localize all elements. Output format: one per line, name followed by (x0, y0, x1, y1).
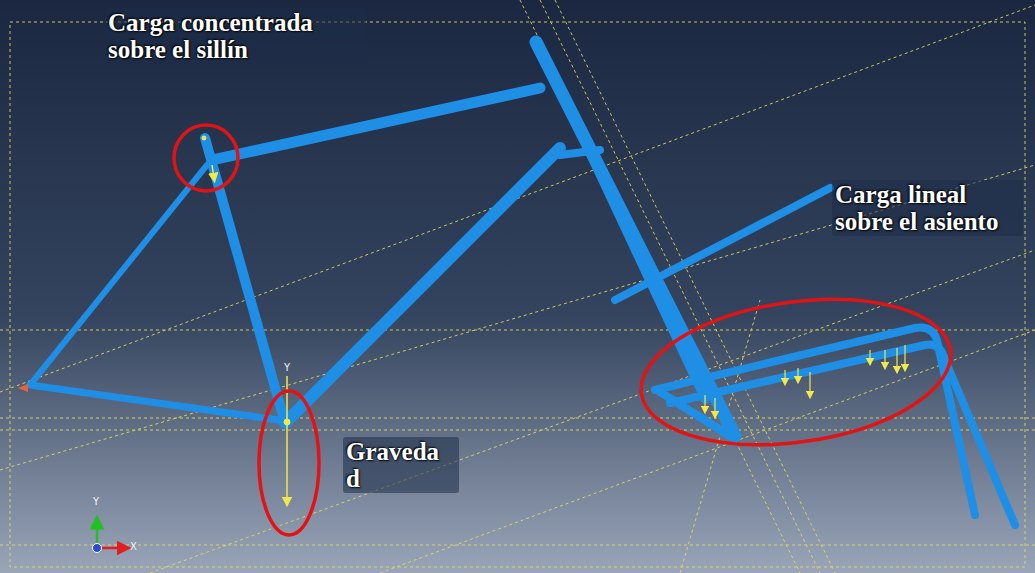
load-markers (202, 136, 905, 502)
axis-label: Y (93, 497, 99, 507)
annotation-label: Carga concentrada sobre el sillín (105, 8, 366, 64)
boundary-condition (18, 384, 28, 392)
axis-label: X (130, 542, 137, 552)
bicycle-frame (30, 42, 1015, 525)
axis-triad (93, 522, 125, 553)
annotation-label: Carga lineal sobre el asiento (832, 180, 1023, 236)
annotation-label: Graveda d (343, 437, 459, 493)
axis-label: Y (284, 363, 290, 373)
